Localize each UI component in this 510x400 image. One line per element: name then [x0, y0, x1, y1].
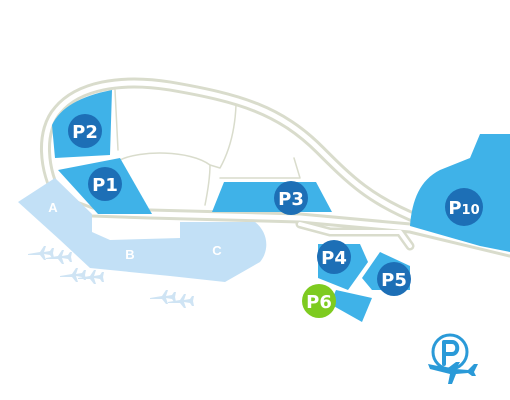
- parking-badge-p3[interactable]: P3: [274, 181, 308, 215]
- parking-badge-p6[interactable]: P6: [302, 284, 336, 318]
- badge-number: 2: [85, 122, 98, 143]
- terminal-a-label: A: [48, 200, 58, 215]
- badge-prefix: P: [278, 189, 291, 210]
- svg-text:P2: P2: [72, 122, 98, 143]
- parking-plane-logo-icon: [428, 333, 478, 384]
- badge-number: 1: [105, 175, 118, 196]
- badge-prefix: P: [72, 122, 85, 143]
- svg-text:P4: P4: [321, 248, 347, 269]
- branch-road: [298, 222, 412, 248]
- svg-text:P6: P6: [306, 292, 332, 313]
- airplane-icon: [168, 294, 194, 308]
- airplane-icon: [60, 268, 86, 282]
- inner-road-2: [209, 104, 237, 169]
- airplane-icon: [28, 246, 54, 260]
- parking-badge-p10[interactable]: P10: [445, 188, 483, 226]
- airplane-icon: [78, 270, 104, 284]
- terminal-b-label: B: [125, 247, 134, 262]
- terminal-c-label: C: [212, 243, 222, 258]
- parking-badge-p4[interactable]: P4: [317, 240, 351, 274]
- terminal-building: A B C: [18, 178, 267, 282]
- parking-area-p6[interactable]: [330, 290, 372, 322]
- svg-text:P1: P1: [92, 175, 118, 196]
- svg-text:P10: P10: [448, 198, 479, 219]
- parking-badge-p1[interactable]: P1: [88, 167, 122, 201]
- svg-text:P5: P5: [381, 270, 407, 291]
- parking-badges: P2 P1 P3 P4 P5: [68, 114, 483, 318]
- badge-number: 4: [334, 248, 347, 269]
- badge-number: 3: [291, 189, 304, 210]
- badge-number: 6: [319, 292, 332, 313]
- badge-prefix: P: [321, 248, 334, 269]
- svg-text:P3: P3: [278, 189, 304, 210]
- badge-number: 5: [394, 270, 407, 291]
- airplane-icon: [46, 250, 72, 264]
- badge-prefix: P: [381, 270, 394, 291]
- airplanes: [28, 246, 194, 308]
- parking-badge-p2[interactable]: P2: [68, 114, 102, 148]
- parking-area-p3[interactable]: [212, 182, 332, 212]
- badge-prefix: P: [92, 175, 105, 196]
- badge-number: 10: [462, 203, 480, 218]
- parking-badge-p5[interactable]: P5: [377, 262, 411, 296]
- badge-prefix: P: [448, 198, 461, 219]
- inner-road-4: [114, 89, 119, 151]
- terminal-a-area: [18, 178, 110, 240]
- terminal-bc-area: [60, 222, 267, 282]
- inner-road-3: [219, 157, 301, 179]
- badge-prefix: P: [306, 292, 319, 313]
- airplane-icon: [150, 290, 176, 304]
